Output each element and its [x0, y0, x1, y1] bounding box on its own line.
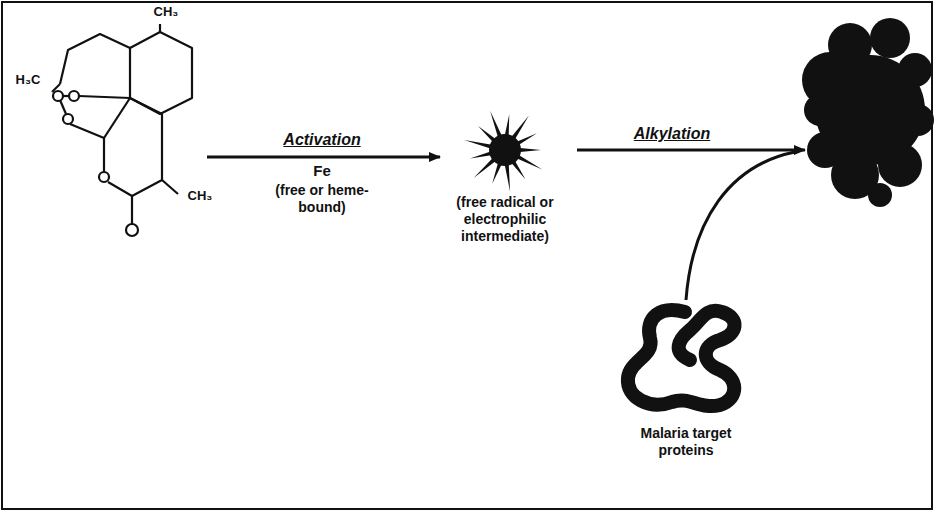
intermediate-label: (free radical or electrophilic intermedi…	[440, 194, 570, 244]
radical-starburst	[464, 111, 542, 192]
merge-arrow	[686, 152, 795, 300]
methyl-label: CH₃	[146, 4, 186, 20]
step-label: Alkylation	[592, 124, 752, 143]
reagent-note: (free or heme-bound)	[272, 182, 372, 216]
starburst-shape	[464, 111, 542, 192]
oxygen-atoms	[53, 91, 138, 236]
protein-chain	[628, 310, 735, 406]
alkylation-arrow	[577, 149, 805, 152]
target-label: Malaria target proteins	[626, 425, 746, 459]
activation-arrow	[207, 156, 440, 159]
step-label: Activation	[242, 130, 402, 149]
reagent-label: Fe	[292, 162, 352, 180]
artemisinin-structure	[52, 24, 192, 224]
starburst-core	[489, 134, 521, 166]
methyl-label: CH₃	[180, 188, 220, 204]
alkylated-protein	[802, 18, 934, 207]
methyl-label: H₃C	[8, 72, 48, 88]
